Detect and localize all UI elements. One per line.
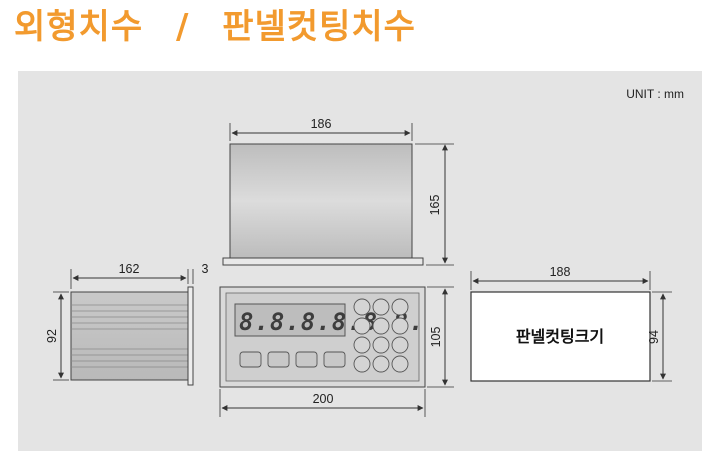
- indicator-lamp: [353, 336, 371, 354]
- top-view: 186 165: [222, 117, 454, 266]
- indicator-lamp: [353, 317, 371, 335]
- panel-cutout-box: [470, 291, 651, 382]
- top-view-body: [229, 143, 413, 259]
- indicator-lamp: [391, 336, 409, 354]
- indicator-lamp: [372, 336, 390, 354]
- display-window: [234, 303, 346, 337]
- front-height-label: 105: [429, 327, 443, 348]
- top-height-label: 165: [428, 195, 442, 216]
- function-key: [239, 351, 262, 368]
- title-panel-cutting: 판넬컷팅치수: [222, 7, 416, 47]
- indicator-lamp: [372, 355, 390, 373]
- side-height-label: 92: [45, 329, 59, 343]
- side-view-ribs: [71, 304, 188, 368]
- title-outer-dimensions: 외형치수: [14, 7, 144, 47]
- indicator-lamp: [372, 317, 390, 335]
- function-key: [267, 351, 290, 368]
- indicator-lamp: [372, 298, 390, 316]
- top-width-label: 186: [311, 117, 332, 131]
- top-view-flange: [222, 257, 424, 266]
- dimension-drawing: 186 165 162: [45, 117, 672, 417]
- title-separator: /: [175, 7, 190, 47]
- diagram-panel: UNIT : mm 186: [18, 71, 702, 451]
- side-depth-label: 162: [119, 262, 140, 276]
- side-view: 162 3 92: [45, 262, 209, 386]
- cutout-height-label: 94: [647, 330, 661, 344]
- function-key: [295, 351, 318, 368]
- panel-cutout-label: 판넬컷팅크기: [516, 327, 604, 346]
- indicator-lamp: [353, 298, 371, 316]
- side-flange-label: 3: [202, 262, 209, 276]
- front-view-buttons: [239, 351, 346, 368]
- function-key: [323, 351, 346, 368]
- indicator-lamp: [353, 355, 371, 373]
- indicator-lamp: [391, 317, 409, 335]
- page-title: 외형치수 / 판넬컷팅치수: [14, 2, 416, 52]
- front-view: 8.8.8.8.8.8.: [219, 286, 454, 417]
- cutout-width-label: 188: [550, 265, 571, 279]
- unit-label: UNIT : mm: [626, 87, 684, 101]
- front-width-label: 200: [313, 392, 334, 406]
- panel-cutout: 판넬컷팅크기 188 94: [470, 265, 672, 382]
- indicator-lamp: [391, 298, 409, 316]
- side-view-flange: [187, 286, 194, 386]
- indicator-lamp: [391, 355, 409, 373]
- front-view-indicator-lamps: [353, 298, 409, 373]
